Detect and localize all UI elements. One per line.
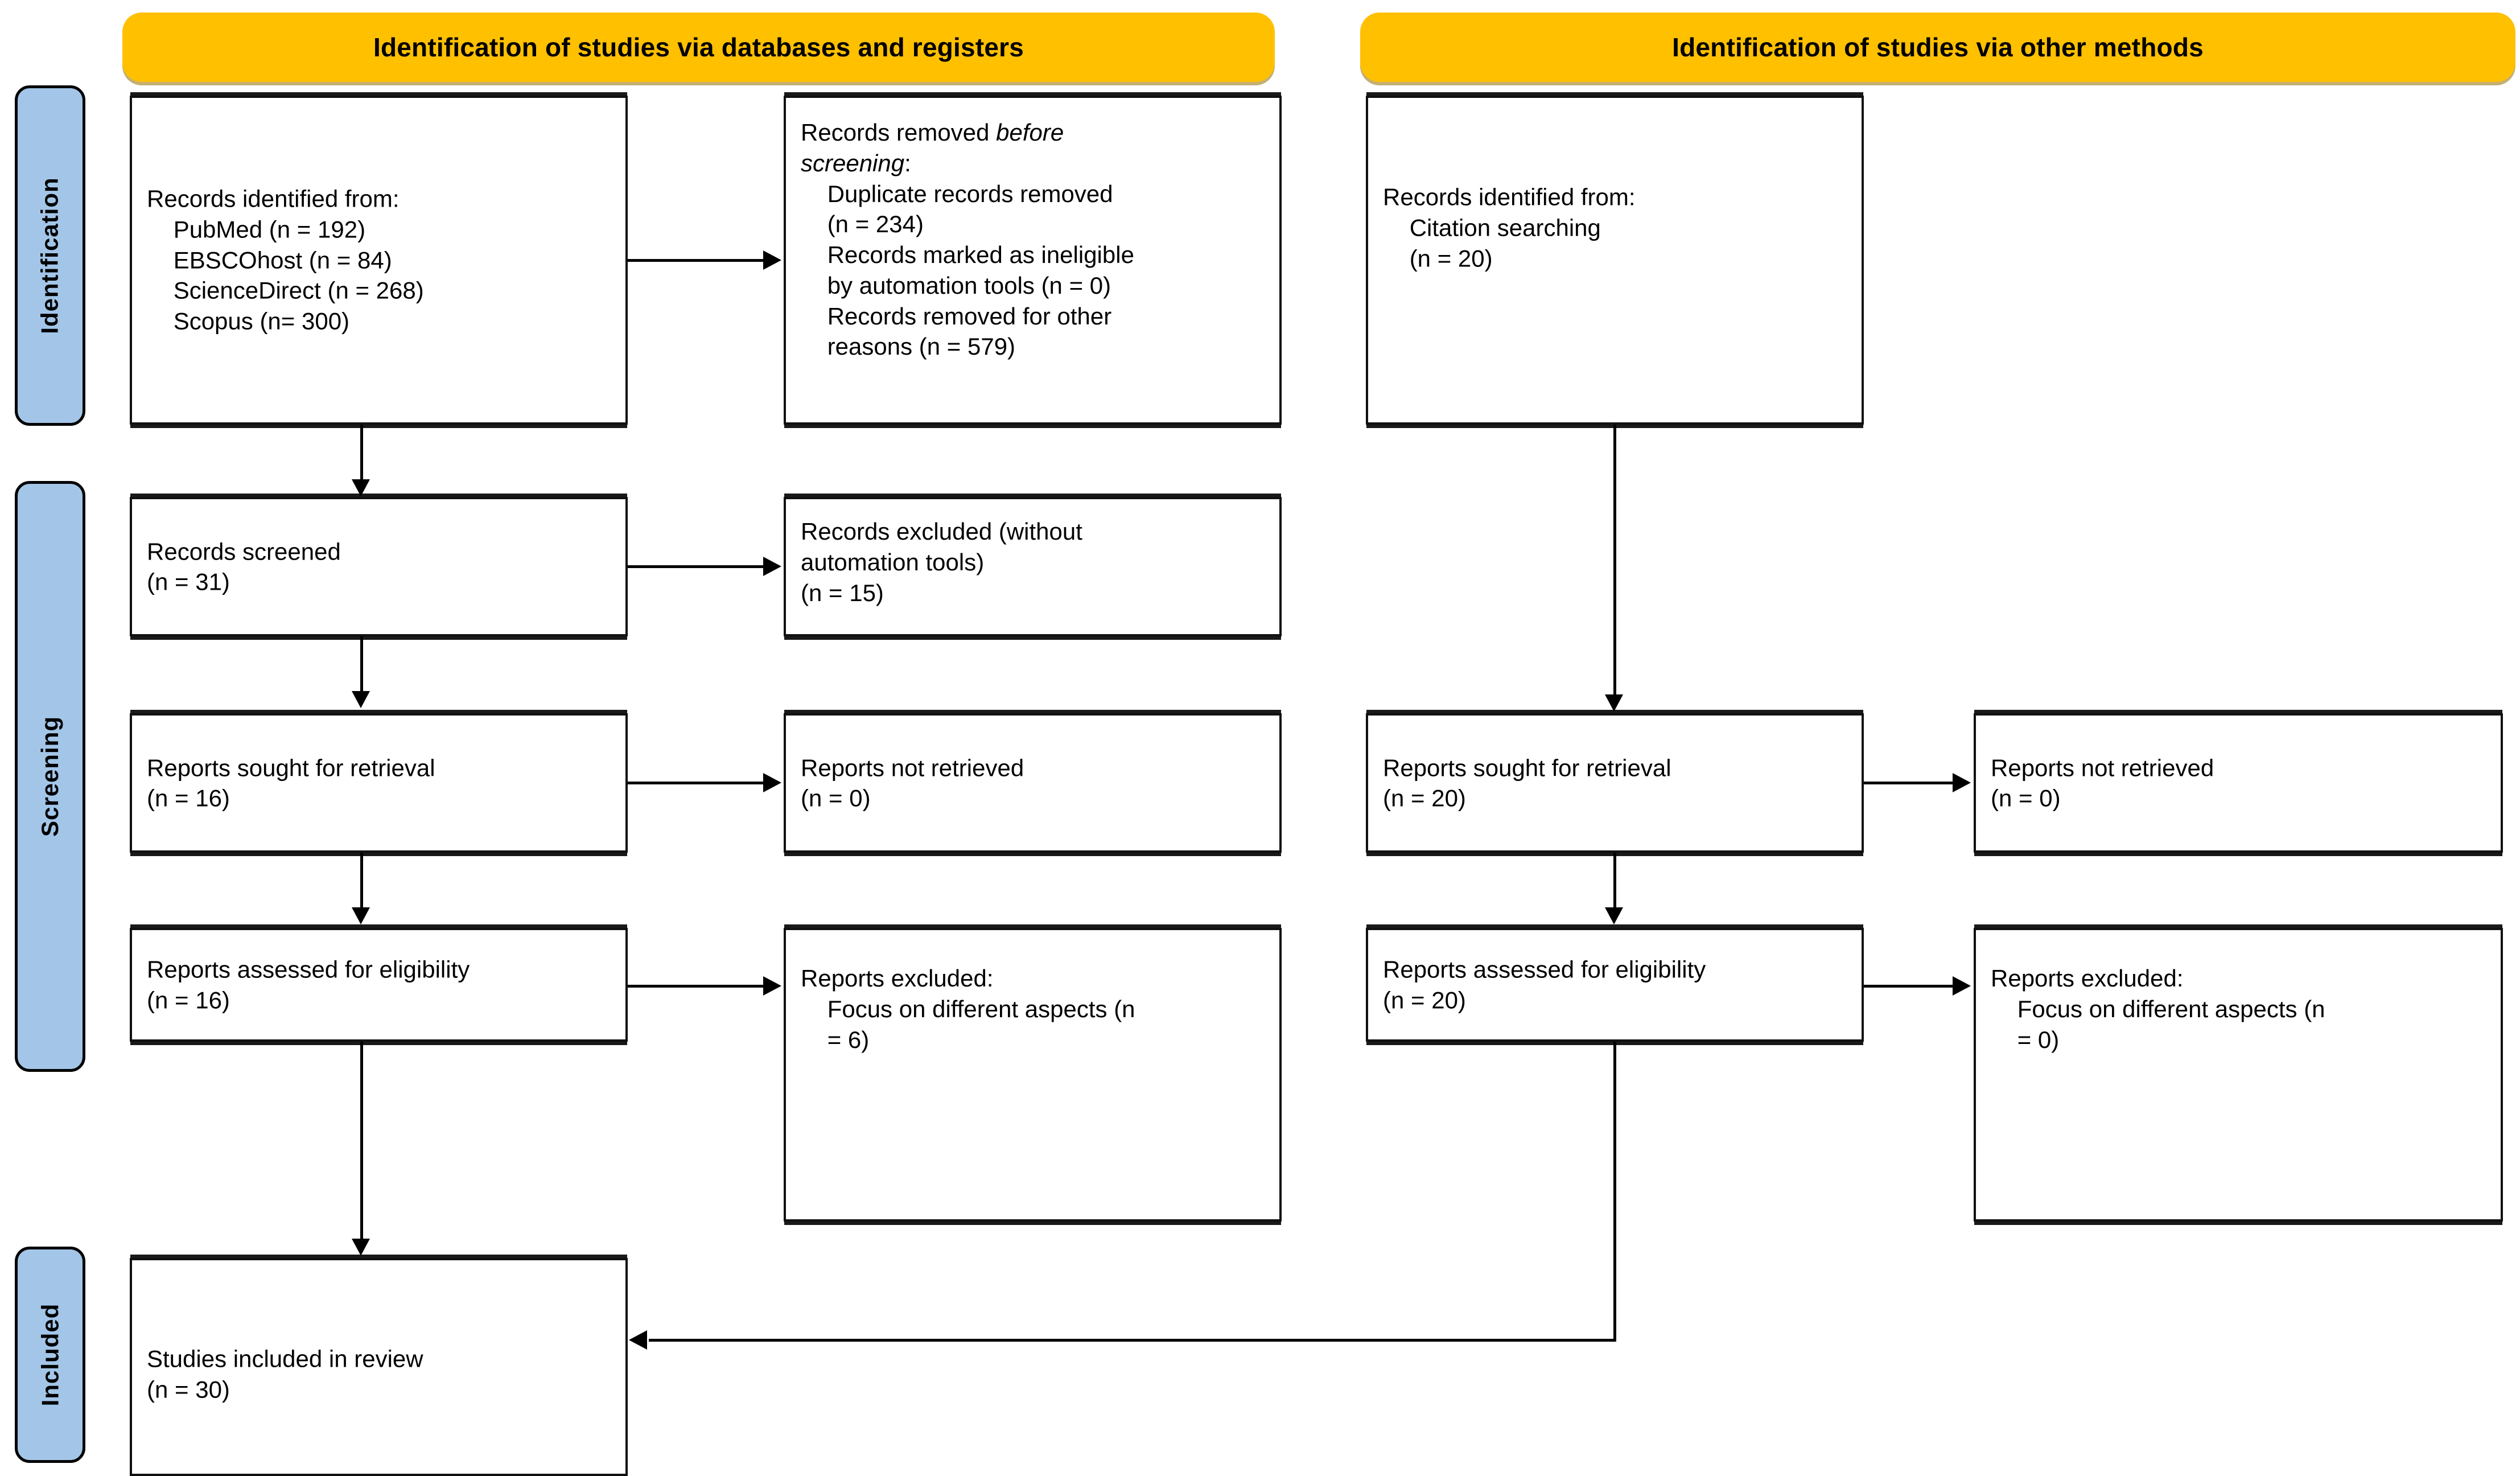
arrowhead-left-identified-to-screened xyxy=(352,479,370,496)
box-studies-included-text: Studies included in review (n = 30) xyxy=(147,1345,423,1403)
stage-label-included: Included xyxy=(15,1247,85,1463)
box-studies-included: Studies included in review (n = 30) xyxy=(130,1258,628,1476)
box-left-records-screened: Records screened (n = 31) xyxy=(130,497,628,636)
connector-left-screened-to-sought xyxy=(360,636,363,693)
arrowhead-right-identified-to-sought xyxy=(1605,694,1623,712)
box-left-reports-sought-text: Reports sought for retrieval (n = 16) xyxy=(147,754,435,812)
box-left-records-excluded-text: Records excluded (without automation too… xyxy=(801,518,1082,606)
box-right-reports-excluded: Reports excluded: Focus on different asp… xyxy=(1974,928,2503,1222)
arrowhead-right-sought-to-not-retrieved xyxy=(1953,773,1971,792)
stage-label-identification-text: Identification xyxy=(36,177,63,334)
header-other-methods: Identification of studies via other meth… xyxy=(1360,13,2515,82)
arrowhead-right-assessed-to-excluded xyxy=(1953,976,1971,996)
arrowhead-left-screened-to-excluded xyxy=(763,557,781,576)
box-left-reports-sought: Reports sought for retrieval (n = 16) xyxy=(130,713,628,853)
box-right-reports-not-retrieved-text: Reports not retrieved (n = 0) xyxy=(1991,754,2214,812)
box-left-records-screened-text: Records screened (n = 31) xyxy=(147,537,341,595)
connector-left-assessed-to-included xyxy=(360,1042,363,1241)
box-left-records-identified: Records identified from: PubMed (n = 192… xyxy=(130,96,628,425)
box-left-records-removed-before-screening: Records removed before screening: Duplic… xyxy=(784,96,1282,425)
arrowhead-left-sought-to-not-retrieved xyxy=(763,773,781,792)
arrowhead-left-screened-to-sought xyxy=(352,691,370,708)
box-left-reports-excluded-text: Reports excluded: Focus on different asp… xyxy=(801,965,1135,1053)
box-right-reports-not-retrieved: Reports not retrieved (n = 0) xyxy=(1974,713,2503,853)
arrowhead-left-assessed-to-excluded xyxy=(763,976,781,996)
header-databases-registers-label: Identification of studies via databases … xyxy=(373,32,1024,62)
connector-left-identified-to-removed xyxy=(628,259,764,262)
box-right-reports-assessed: Reports assessed for eligibility (n = 20… xyxy=(1366,928,1864,1042)
arrowhead-left-assessed-to-included xyxy=(352,1239,370,1256)
connector-right-sought-to-not-retrieved xyxy=(1864,782,1954,784)
connector-right-assessed-to-excluded xyxy=(1864,985,1954,988)
arrowhead-right-assessed-to-included xyxy=(629,1330,647,1350)
connector-left-assessed-to-excluded xyxy=(628,985,764,988)
connector-right-assessed-to-included-horizontal xyxy=(649,1339,1616,1342)
box-left-reports-assessed: Reports assessed for eligibility (n = 16… xyxy=(130,928,628,1042)
connector-right-identified-to-sought xyxy=(1613,425,1616,697)
stage-label-screening-text: Screening xyxy=(36,716,64,837)
connector-right-sought-to-assessed xyxy=(1613,853,1616,910)
box-right-records-identified-text: Records identified from: Citation search… xyxy=(1383,183,1636,272)
box-right-reports-excluded-text: Reports excluded: Focus on different asp… xyxy=(1991,965,2325,1053)
box-left-records-identified-text: Records identified from: PubMed (n = 192… xyxy=(147,185,424,335)
box-right-records-identified: Records identified from: Citation search… xyxy=(1366,96,1864,425)
box-right-reports-sought: Reports sought for retrieval (n = 20) xyxy=(1366,713,1864,853)
stage-label-identification: Identification xyxy=(15,85,85,426)
box-left-reports-not-retrieved-text: Reports not retrieved (n = 0) xyxy=(801,754,1024,812)
box-left-records-removed-before-screening-text: Records removed before screening: Duplic… xyxy=(801,119,1134,360)
box-left-reports-not-retrieved: Reports not retrieved (n = 0) xyxy=(784,713,1282,853)
arrowhead-left-identified-to-removed xyxy=(763,250,781,270)
stage-label-screening: Screening xyxy=(15,481,85,1072)
stage-label-included-text: Included xyxy=(36,1303,63,1407)
box-left-records-excluded: Records excluded (without automation too… xyxy=(784,497,1282,636)
box-left-reports-assessed-text: Reports assessed for eligibility (n = 16… xyxy=(147,956,470,1013)
box-right-reports-sought-text: Reports sought for retrieval (n = 20) xyxy=(1383,754,1671,812)
connector-left-sought-to-not-retrieved xyxy=(628,782,764,784)
box-right-reports-assessed-text: Reports assessed for eligibility (n = 20… xyxy=(1383,956,1706,1013)
connector-right-assessed-to-included-vertical xyxy=(1613,1042,1616,1341)
header-other-methods-label: Identification of studies via other meth… xyxy=(1672,32,2204,62)
arrowhead-right-sought-to-assessed xyxy=(1605,907,1623,924)
header-databases-registers: Identification of studies via databases … xyxy=(122,13,1275,82)
connector-left-sought-to-assessed xyxy=(360,853,363,910)
arrowhead-left-sought-to-assessed xyxy=(352,907,370,924)
connector-left-identified-to-screened xyxy=(360,425,363,482)
box-left-reports-excluded: Reports excluded: Focus on different asp… xyxy=(784,928,1282,1222)
connector-left-screened-to-excluded xyxy=(628,565,764,568)
